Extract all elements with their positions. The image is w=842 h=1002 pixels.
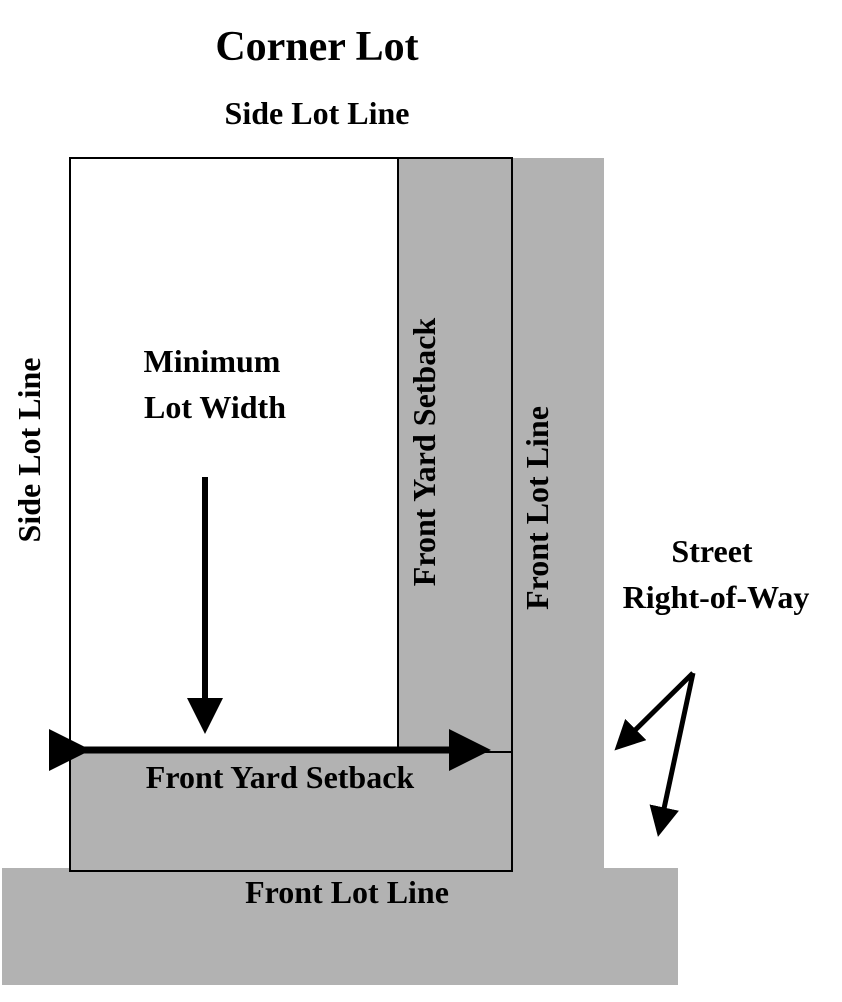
street-arrow-1 xyxy=(614,671,695,751)
front-lot-line-vertical-label: Front Lot Line xyxy=(519,406,555,610)
street-right-of-way-vertical xyxy=(512,158,604,870)
minimum-lot-width-label-1: Minimum xyxy=(144,343,281,379)
minimum-lot-width-label-2: Lot Width xyxy=(144,389,286,425)
front-lot-line-bottom-label: Front Lot Line xyxy=(245,874,449,910)
street-arrow-2 xyxy=(649,672,696,837)
front-yard-setback-vertical-label: Front Yard Setback xyxy=(406,318,442,587)
side-lot-line-left-label: Side Lot Line xyxy=(11,358,47,543)
diagram-title: Corner Lot xyxy=(215,24,418,70)
front-yard-setback-bottom-area xyxy=(69,751,513,872)
street-label-2: Right-of-Way xyxy=(623,579,810,615)
front-yard-setback-horizontal-label: Front Yard Setback xyxy=(146,759,415,795)
street-right-of-way-horizontal xyxy=(2,868,678,985)
side-lot-line-top-label: Side Lot Line xyxy=(225,95,410,131)
street-label-1: Street xyxy=(671,533,752,569)
